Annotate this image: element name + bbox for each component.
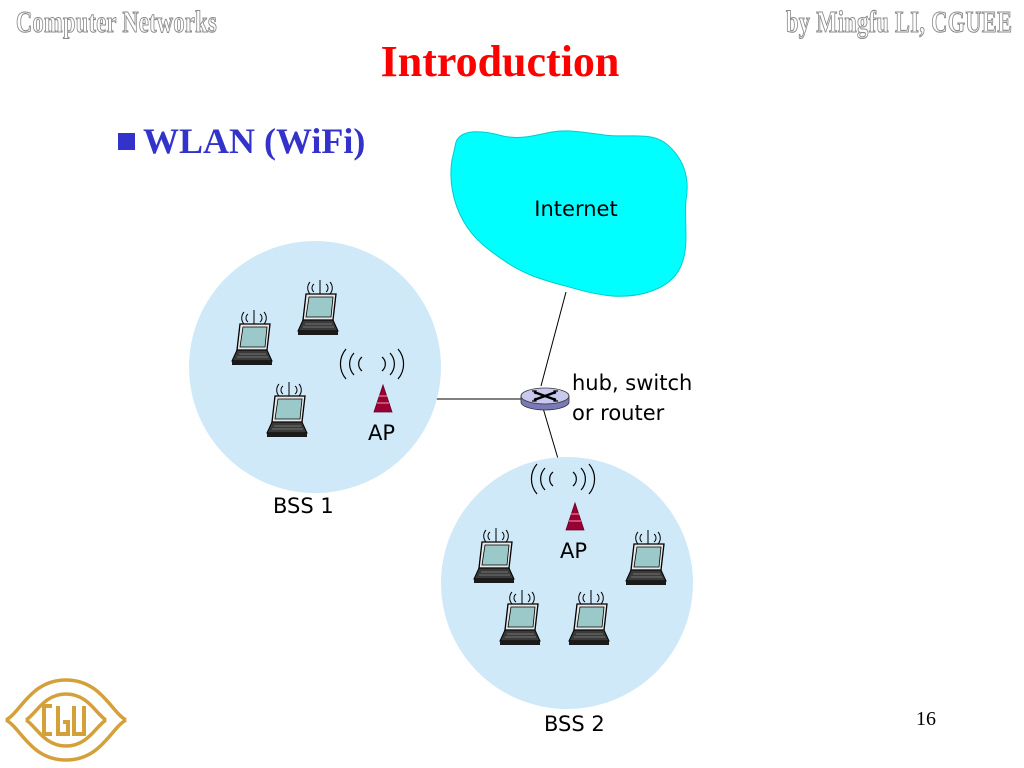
hub-switch-router-icon	[520, 387, 570, 411]
bss2-label: BSS 2	[544, 712, 605, 736]
slide-title: Introduction	[380, 37, 620, 86]
hub-label-line2: or router	[572, 401, 665, 425]
bss1-label: BSS 1	[273, 494, 334, 518]
bullet-text: WLAN (WiFi)	[143, 121, 366, 161]
author-header: by Mingfu LI, CGUEE	[785, 3, 1012, 39]
bss1-ap-label: AP	[368, 421, 395, 445]
page-number: 16	[916, 708, 936, 730]
bss2-circle	[441, 457, 693, 709]
internet-label: Internet	[534, 197, 617, 221]
bullet-item: WLAN (WiFi)	[118, 120, 365, 162]
hub-label-line1: hub, switch	[572, 371, 692, 395]
bullet-square-icon	[118, 133, 135, 150]
cgu-logo	[5, 678, 127, 762]
internet-cloud: Internet	[450, 130, 688, 297]
course-header: Computer Networks	[16, 3, 217, 39]
bss1-circle	[189, 241, 441, 493]
bss2-ap-label: AP	[560, 539, 587, 563]
link-internet-hub	[540, 291, 567, 387]
